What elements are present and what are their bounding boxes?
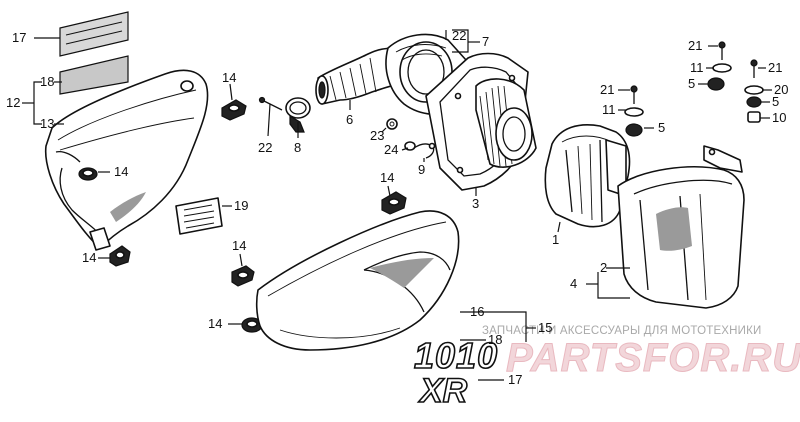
- callout-5-collar-c: 5: [772, 94, 779, 109]
- right-side-cover: [255, 210, 460, 351]
- collar-5-c: [746, 96, 762, 108]
- watermark-logo: PARTSFOR.RU: [506, 336, 800, 380]
- left-side-cover: [44, 69, 209, 251]
- bolt-21-b: [630, 85, 638, 104]
- callout-14-grommet-upper: 14: [222, 70, 236, 85]
- callout-10-spacer: 10: [772, 110, 786, 125]
- washer-20: [744, 85, 764, 95]
- nut-23: [386, 118, 398, 130]
- label-plate-19: [175, 197, 223, 235]
- callout-5-collar-a: 5: [688, 76, 695, 91]
- battery-case-2: [617, 145, 745, 309]
- callout-20-washer: 20: [774, 82, 788, 97]
- callout-13-cover: 13: [40, 116, 54, 131]
- callout-24-washer: 24: [384, 142, 398, 157]
- watermark: ЗАПЧАСТИ И АКСЕССУАРЫ ДЛЯ МОТОТЕХНИКИ PA…: [482, 325, 800, 381]
- decal-strip-18: [59, 55, 129, 95]
- callout-14-cover-grommet: 14: [114, 164, 128, 179]
- callout-14-grommet-bottom: 14: [208, 316, 222, 331]
- callout-3-plate: 3: [472, 196, 479, 211]
- spacer-10: [747, 111, 761, 123]
- callout-14-grommet-mid: 14: [232, 238, 246, 253]
- callout-19-label: 19: [234, 198, 248, 213]
- callout-22-screw-top: 22: [452, 28, 466, 43]
- hose-clamp-8: [285, 97, 311, 133]
- callout-5-collar-b: 5: [658, 120, 665, 135]
- grommet-lower-left: [109, 245, 131, 267]
- callout-17-decal: 17: [12, 30, 26, 45]
- callout-6-duct: 6: [346, 112, 353, 127]
- callout-4-assembly: 4: [570, 276, 577, 291]
- callout-2-battery-case: 2: [600, 260, 607, 275]
- callout-21-bolt-c: 21: [768, 60, 782, 75]
- callout-12-assembly: 12: [6, 95, 20, 110]
- bolt-21-a: [718, 41, 726, 60]
- decal-strip-17: [59, 11, 129, 57]
- washer-11-a: [712, 63, 732, 73]
- bolt-21-c: [750, 59, 758, 78]
- callout-1-case: 1: [552, 232, 559, 247]
- callout-21-bolt-b: 21: [600, 82, 614, 97]
- callout-11-washer-b: 11: [602, 102, 616, 117]
- callout-21-bolt-a: 21: [688, 38, 702, 53]
- callout-23-nut: 23: [370, 128, 384, 143]
- collar-5-b: [625, 123, 643, 137]
- callout-9-tube: 9: [418, 162, 425, 177]
- grommet-mid: [231, 265, 255, 287]
- callout-17-badge: 17: [508, 372, 522, 387]
- callout-22-screw: 22: [258, 140, 272, 155]
- callout-15-assembly: 15: [538, 320, 552, 335]
- tube-9: [413, 142, 436, 159]
- callout-14-grommet-right: 14: [380, 170, 394, 185]
- screw-22-clip: [258, 96, 283, 111]
- callout-7-housing: 7: [482, 34, 489, 49]
- watermark-caption: ЗАПЧАСТИ И АКСЕССУАРЫ ДЛЯ МОТОТЕХНИКИ: [482, 325, 762, 337]
- collar-5-a: [707, 77, 725, 91]
- filter-element: [475, 78, 537, 168]
- grommet-right-cover-top: [381, 191, 407, 215]
- air-cleaner-case-1: [544, 124, 631, 228]
- model-number-emblem: 1010: [414, 335, 498, 376]
- model-badge-emblem: XR: [418, 372, 468, 410]
- callout-18-emblem: 18: [488, 332, 502, 347]
- callout-8-clamp: 8: [294, 140, 301, 155]
- callout-11-washer-a: 11: [690, 60, 704, 75]
- callout-numbers: 17 18 12 13 14 14 14 14 14 14 19 22 8 6 …: [6, 28, 788, 387]
- callout-16-cover: 16: [470, 304, 484, 319]
- callout-18-decal: 18: [40, 74, 54, 89]
- leader-lines: [22, 29, 772, 381]
- callout-14-grommet-lower: 14: [82, 250, 96, 265]
- washer-11-b: [624, 107, 644, 117]
- grommet-upper-left: [221, 99, 247, 121]
